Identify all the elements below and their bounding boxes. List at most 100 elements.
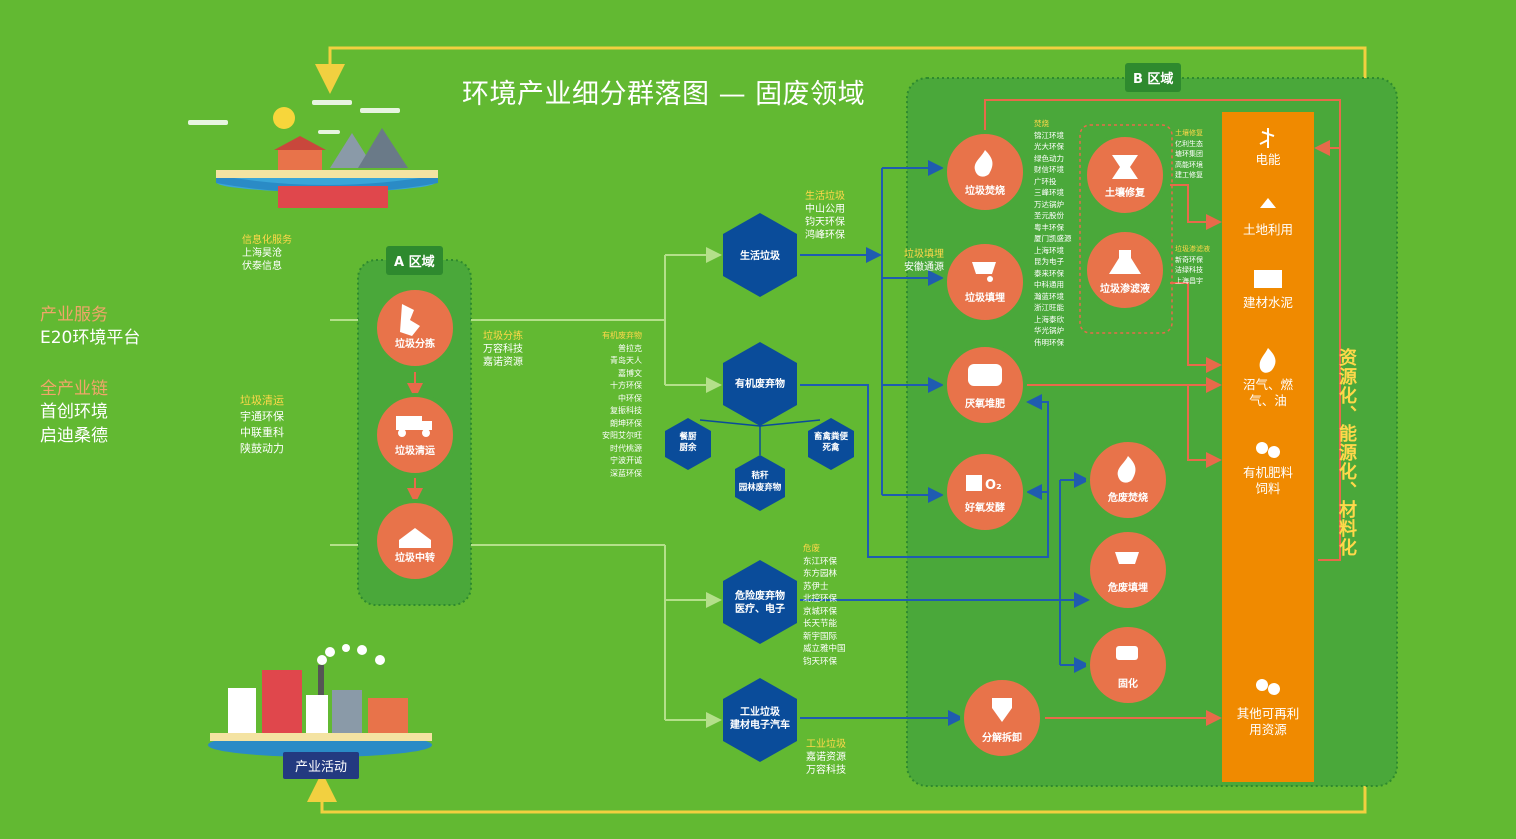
company: 上海环境 xyxy=(1034,245,1064,255)
hex-hazard xyxy=(723,560,797,644)
company: 京城环保 xyxy=(803,606,838,617)
company: 陕鼓动力 xyxy=(240,442,284,455)
output-other-resources: 其他可再利用资源 xyxy=(1236,706,1300,737)
hex-label-living: 生活垃圾 xyxy=(723,250,797,263)
a-circle-transfer xyxy=(373,499,457,583)
b-circle-landfill xyxy=(943,240,1027,324)
company: 万容科技 xyxy=(806,765,846,776)
sorting-companies-list: 垃圾分拣 万容科技 嘉诺资源 xyxy=(483,330,523,369)
company: 绿色动力 xyxy=(1034,153,1064,163)
b-circle-aerobic xyxy=(943,450,1027,534)
hex-label-line: 有机废弃物 xyxy=(735,379,785,390)
b-label-dismantle: 分解拆卸 xyxy=(982,733,1022,744)
company: 伟明环保 xyxy=(1034,337,1064,347)
hex-label-manure: 畜禽粪便 死禽 xyxy=(806,432,856,454)
company: 北控环保 xyxy=(803,594,838,604)
output-land-use: 土地利用 xyxy=(1242,222,1293,237)
company: 万容科技 xyxy=(483,344,523,355)
b-circle-hazard-fill xyxy=(1086,528,1170,612)
hex-label-straw: 秸秆 园林废弃物 xyxy=(730,470,790,494)
a-label-transfer: 垃圾中转 xyxy=(395,553,435,564)
company: 伏泰信息 xyxy=(242,261,282,272)
output-icons xyxy=(1254,128,1282,695)
company: 上海泰欣 xyxy=(1034,314,1064,324)
company: 上海昊沧 xyxy=(242,248,282,259)
hex-label-line: 危险废弃物 xyxy=(735,591,785,602)
organic-companies-list: 有机废弃物 普拉克 青岛天人 嘉博文 十方环保 中环保 复振科技 朗坤环保 安阳… xyxy=(560,330,642,480)
company: 新奇环保 xyxy=(1175,255,1203,264)
b-label-hazard-burn: 危废焚烧 xyxy=(1108,493,1148,504)
company: 十方环保 xyxy=(610,381,642,390)
company: 万达锅炉 xyxy=(1034,199,1064,209)
resource-energy-material-text: 资源化、能源化、材料化 xyxy=(1336,348,1357,557)
hex-label-line: 医疗、电子 xyxy=(735,604,785,615)
soil-leachate-group xyxy=(1079,124,1173,334)
company: 广环投 xyxy=(1034,176,1057,186)
zone-a-tag: A 区域 xyxy=(386,246,443,275)
hex-label-hazard: 危险废弃物 医疗、电子 xyxy=(723,590,797,616)
company: 安阳艾尔旺 xyxy=(602,431,642,440)
a-label-sorting: 垃圾分拣 xyxy=(395,339,435,350)
company: 新宇国际 xyxy=(803,631,838,642)
company: 中山公用 xyxy=(805,204,845,215)
hazard-companies-list: 危废 东江环保 东方园林 苏伊士 北控环保 京城环保 长天节能 新宇国际 威立雅… xyxy=(803,543,846,668)
landfill-heading: 垃圾填埋 xyxy=(904,249,944,260)
company: 青岛天人 xyxy=(610,356,642,365)
company: 粤丰环保 xyxy=(1034,222,1064,232)
company: 洁绿科技 xyxy=(1175,266,1203,274)
company: 圣元股份 xyxy=(1034,211,1064,220)
company: 钧天环保 xyxy=(803,656,838,667)
b-circle-incineration xyxy=(943,130,1027,214)
output-building-cement: 建材水泥 xyxy=(1242,295,1293,310)
hex-label-industrial: 工业垃圾 建材电子汽车 xyxy=(720,706,800,732)
company: 嘉诺资源 xyxy=(483,357,523,368)
info-service-list: 信息化服务 上海昊沧 伏泰信息 xyxy=(242,234,292,273)
b-circle-soil xyxy=(1083,133,1167,217)
page-title: 环境产业细分群落图 — 固废领域 xyxy=(462,79,866,110)
hex-organic xyxy=(723,342,797,426)
soil-companies-list: 土壤修复 亿利生态 塘环集团 高能环境 建工修复 xyxy=(1175,128,1203,181)
company: 鸿峰环保 xyxy=(805,230,845,241)
hex-industrial xyxy=(723,678,797,762)
company: 中科通用 xyxy=(1034,280,1064,289)
living-companies-list: 生活垃圾 中山公用 钧天环保 鸿峰环保 xyxy=(805,190,845,242)
bottom-factory-illustration xyxy=(208,644,432,757)
b-circle-hazard-burn xyxy=(1086,438,1170,522)
b-label-incineration: 垃圾焚烧 xyxy=(965,186,1005,197)
a-circle-sorting xyxy=(373,286,457,370)
output-fertilizer: 有机肥料饲料 xyxy=(1242,465,1293,496)
industrial-companies-list: 工业垃圾 嘉诺资源 万容科技 xyxy=(806,738,846,777)
chain-item: 首创环境 xyxy=(40,402,108,422)
info-service-heading: 信息化服务 xyxy=(242,235,292,246)
blue-flows xyxy=(800,160,1090,726)
company: 泰来环保 xyxy=(1034,268,1064,278)
landfill-companies-list: 垃圾填埋 安徽通源 xyxy=(904,248,944,274)
company: 东方园林 xyxy=(803,569,838,579)
company: 高能环境 xyxy=(1175,160,1203,169)
living-heading: 生活垃圾 xyxy=(805,191,845,202)
b-label-soil: 土壤修复 xyxy=(1105,188,1145,199)
hex-label-line: 厨余 xyxy=(679,443,697,453)
company: 亿利生态 xyxy=(1175,139,1203,148)
orange-flows xyxy=(984,99,1341,726)
garbage-transport-list: 垃圾清运 宇通环保 中联重科 陕鼓动力 xyxy=(240,393,284,457)
transport-heading: 垃圾清运 xyxy=(240,394,284,407)
output-column xyxy=(1222,112,1314,782)
left-panel-full-chain: 全产业链 首创环境 启迪桑德 xyxy=(40,378,108,448)
b-label-hazard-fill: 危废填埋 xyxy=(1108,583,1148,594)
hex-label-line: 餐厨 xyxy=(679,432,697,442)
company: 钧天环保 xyxy=(805,217,845,228)
hex-living xyxy=(723,213,797,297)
organic-heading: 有机废弃物 xyxy=(602,331,642,340)
industry-activity-banner: 产业活动 xyxy=(283,752,360,779)
company: 瀚蓝环境 xyxy=(1034,291,1064,301)
b-label-anaerobic: 厌氧堆肥 xyxy=(965,399,1005,410)
company: 华光锅炉 xyxy=(1034,326,1064,335)
hex-label-line: 秸秆 xyxy=(751,471,769,481)
company: 上海昌宇 xyxy=(1175,276,1203,285)
company: 宁波开诚 xyxy=(610,456,642,465)
company: 东江环保 xyxy=(803,556,838,567)
b-label-landfill: 垃圾填埋 xyxy=(965,293,1005,304)
hex-kitchen xyxy=(665,418,711,470)
hex-manure xyxy=(808,418,854,470)
